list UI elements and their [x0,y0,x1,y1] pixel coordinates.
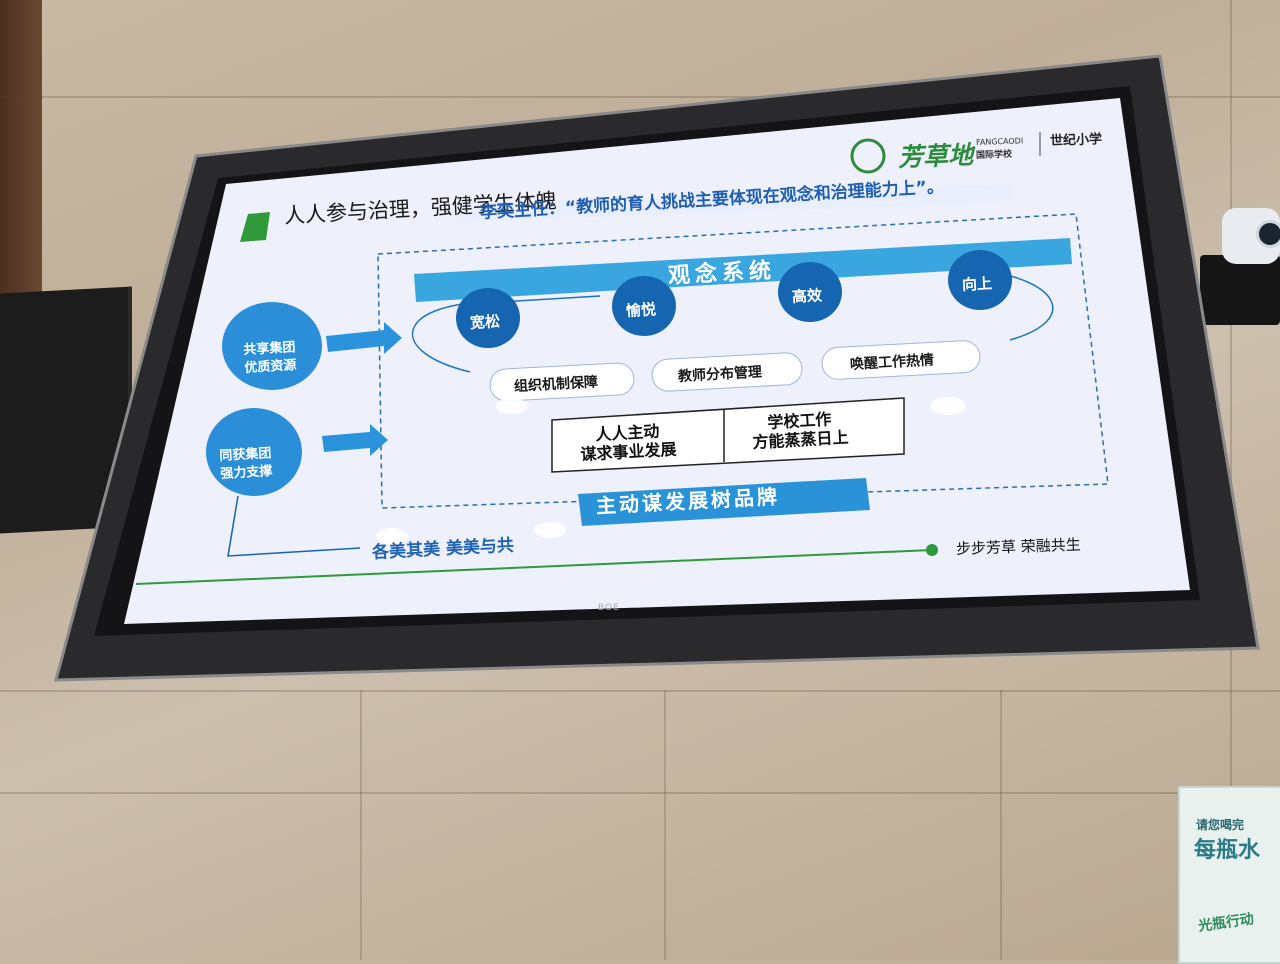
quote-band [454,184,1014,222]
tile-seam [1000,690,1002,960]
reflection [376,528,408,544]
green-dot [926,544,938,556]
poster-line: 请您喝完 [1196,818,1245,832]
pill-2 [651,352,803,392]
logo-name-en: FANGCAODI [975,136,1024,147]
tv-brand: BOE [598,603,620,613]
badge-label: 共享集团 优质资源 [243,339,297,378]
globe-logo-icon [850,138,886,174]
badge-share [222,302,322,390]
tile-seam [0,690,1280,692]
camera-lens [1256,220,1280,248]
tile-seam [664,690,666,960]
box-label: 人人主动 谋求事业发展 [579,421,677,464]
circle-4 [948,250,1012,310]
tile-seam [360,690,362,960]
tile-seam [0,96,1280,98]
pill-3 [821,340,981,380]
title-marker-icon [240,212,270,242]
wood-trim [0,0,42,300]
camera-mount [1200,255,1280,325]
circle-1 [456,288,520,348]
logo-subname: 国际学校 [975,149,1013,161]
reflection [930,397,966,415]
banner [578,478,870,526]
poster-line: 每瓶水 [1194,838,1261,863]
green-rule [135,549,933,585]
connector-line [227,495,361,557]
wall-poster: 请您喝完 每瓶水 光瓶行动 [1178,786,1280,964]
system-title: 观念系统 [667,258,777,289]
badge-line: 强力支撑 [220,464,273,482]
circle-3 [778,262,842,322]
box-outline [551,397,905,473]
circle-2 [612,276,676,336]
motto: 步步芳草 荣融共生 [955,535,1082,558]
reflection [496,398,528,414]
dashed-outline [377,213,1109,509]
circle-label: 向上 [961,274,993,294]
badge-line: 优质资源 [244,358,297,376]
circle-label: 宽松 [469,312,501,332]
logo-school: 世纪小学 [1049,132,1103,149]
circle-label: 高效 [791,286,823,306]
reflection [534,522,566,538]
arrow-right-icon [322,424,388,456]
badge-label: 同获集团 强力支撑 [219,445,273,484]
box-label: 学校工作 方能蒸蒸日上 [751,409,849,452]
circle-label: 愉悦 [625,300,657,320]
pill-1 [489,362,635,402]
system-header-band [414,238,1072,302]
arrow-right-icon [326,322,402,354]
logo-name: 芳草地 [897,140,974,172]
tv-screen [124,98,1190,624]
badge-support [206,408,302,496]
poster-line: 光瓶行动 [1197,911,1255,935]
tile-seam [0,792,1280,794]
